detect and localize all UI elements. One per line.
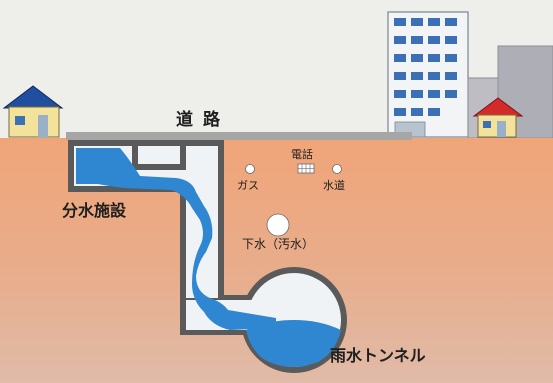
gas-pipe-icon [245, 164, 255, 174]
water-supply-label: 水道 [323, 178, 345, 192]
utility-markers [245, 163, 342, 237]
road-label: 道路 [176, 109, 230, 130]
chamber-partitions [132, 140, 186, 170]
house-right [472, 97, 524, 138]
water-pipe-icon [332, 164, 342, 174]
gas-label: ガス [237, 179, 259, 192]
office-building [387, 11, 469, 138]
telephone-label: 電話 [291, 147, 313, 161]
road-surface [66, 132, 412, 140]
rain-tunnel-label: 雨水トンネル [330, 346, 426, 365]
house-left [2, 85, 64, 138]
branch-facility-label: 分水施設 [62, 201, 127, 220]
water-flow [76, 148, 341, 367]
sewage-pipe-icon [266, 213, 290, 237]
sewage-label: 下水（汚水） [242, 237, 314, 251]
